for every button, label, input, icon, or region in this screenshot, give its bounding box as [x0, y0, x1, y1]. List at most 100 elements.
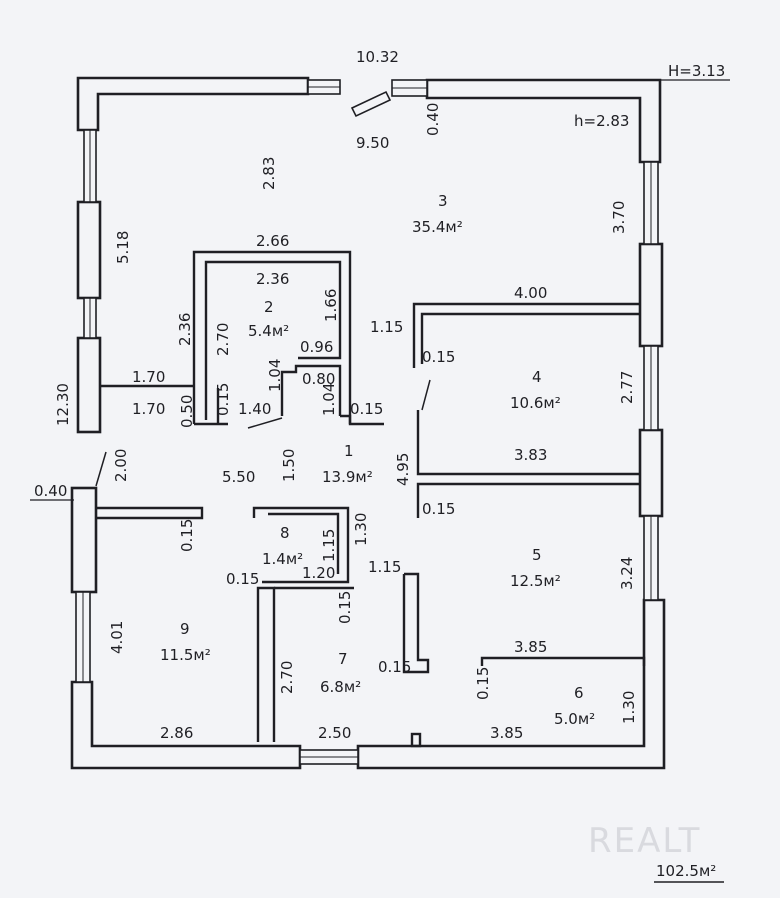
dim-label: 0.80: [302, 370, 335, 388]
dim-label: 0.15: [178, 519, 196, 552]
room-number: 4: [532, 368, 542, 386]
dim-label: 2.00: [112, 449, 130, 482]
outer-wall-right-1: [638, 242, 664, 348]
dim-label: 0.15: [474, 667, 492, 700]
outer-wall-left-2: [76, 336, 102, 434]
room-number: 8: [280, 524, 290, 542]
room-number: 1: [344, 442, 354, 460]
dim-label: 1.15: [320, 529, 338, 562]
dim-label: 2.50: [318, 724, 351, 742]
dim-label: 1.66: [322, 289, 340, 322]
dim-label: 2.77: [618, 371, 636, 404]
dim-label: 2.70: [214, 323, 232, 356]
room-number: 2: [264, 298, 274, 316]
dim-label: 1.50: [280, 449, 298, 482]
dim-label: 3.85: [490, 724, 523, 742]
annotation-lines: [30, 79, 730, 501]
dim-label: 12.30: [54, 383, 72, 426]
outer-wall-bottom-right: [356, 598, 666, 770]
room-number: 3: [438, 192, 448, 210]
dim-label: 0.96: [300, 338, 333, 356]
dim-label: 0.15: [378, 658, 411, 676]
outer-wall-top-left: [76, 76, 310, 132]
dim-label: 2.66: [256, 232, 289, 250]
room4-top-wall-inner: [420, 312, 640, 364]
room2-bottom-right: [340, 414, 384, 426]
dim-label: 0.15: [422, 500, 455, 518]
dim-label: 0.50: [178, 395, 196, 428]
room-area: 1.4м²: [262, 550, 303, 568]
dim-label: 4.95: [394, 453, 412, 486]
dim-label: 0.15: [422, 348, 455, 366]
room2-inner-wall: [204, 260, 342, 420]
room-number: 6: [574, 684, 584, 702]
dim-label: 1.70: [132, 368, 165, 386]
room4-bottom-wall: [416, 410, 640, 476]
dim-label: 1.20: [302, 564, 335, 582]
room-area: 12.5м²: [510, 572, 561, 590]
dim-label: 2.83: [260, 157, 278, 190]
dim-label: 2.36: [256, 270, 289, 288]
dim-label: 1.04: [320, 383, 338, 416]
dim-label: 0.40: [424, 103, 442, 136]
room4-top-wall: [412, 302, 640, 368]
dim-label: 0.15: [336, 591, 354, 624]
dim-label: 1.15: [370, 318, 403, 336]
room6-top-wall: [480, 656, 646, 666]
room7-right-wall: [402, 572, 430, 674]
room-area: 6.8м²: [320, 678, 361, 696]
dim-label: 1.40: [238, 400, 271, 418]
room-number: 5: [532, 546, 542, 564]
dim-label: 1.30: [620, 691, 638, 724]
room5-top-wall: [416, 482, 640, 518]
room-number: 7: [338, 650, 348, 668]
room8-wall: [252, 506, 350, 584]
dim-label: 0.15: [214, 383, 232, 416]
outer-wall-right-2: [638, 428, 664, 518]
room8-inner: [268, 512, 340, 574]
dim-label: 0.15: [350, 400, 383, 418]
dim-label: 2.70: [278, 661, 296, 694]
outer-wall-left-3: [70, 486, 98, 594]
dim-label: 4.00: [514, 284, 547, 302]
interior-walls: [95, 250, 646, 748]
room-area: 11.5м²: [160, 646, 211, 664]
outer-length-label: 10.32: [356, 48, 399, 66]
bottom-stub: [410, 732, 422, 748]
dim-label: 5.50: [222, 468, 255, 486]
dim-label: 3.70: [610, 201, 628, 234]
dim-label: 1.15: [368, 558, 401, 576]
labels: 10.32 H=3.13 h=2.83 9.50 0.40 2.83 5.18 …: [34, 48, 725, 742]
dim-label: 1.30: [352, 513, 370, 546]
room-number: 9: [180, 620, 190, 638]
dim-label: 3.24: [618, 557, 636, 590]
dim-label: 3.83: [514, 446, 547, 464]
entrance-door: [350, 90, 392, 118]
dim-label: 1.70: [132, 400, 165, 418]
watermark-logo: REALT: [588, 821, 701, 861]
room-area: 5.0м²: [554, 710, 595, 728]
dim-label: 2.86: [160, 724, 193, 742]
outer-wall-left-1: [76, 200, 102, 300]
inner-height-label: h=2.83: [574, 112, 629, 130]
dim-label: 4.01: [108, 621, 126, 654]
dim-label: 9.50: [356, 134, 389, 152]
room-area: 5.4м²: [248, 322, 289, 340]
dim-label: 5.18: [114, 231, 132, 264]
windows: [75, 79, 659, 765]
room9-top-wall: [96, 506, 204, 520]
room-area: 10.6м²: [510, 394, 561, 412]
dim-label: 1.04: [266, 359, 284, 392]
door-leaf-top: [350, 90, 392, 118]
dim-label: 0.40: [34, 482, 67, 500]
room7-left-wall: [256, 586, 276, 742]
dim-label: 3.85: [514, 638, 547, 656]
dim-label: 0.15: [226, 570, 259, 588]
dim-label: 2.36: [176, 313, 194, 346]
room-area: 35.4м²: [412, 218, 463, 236]
total-area: 102.5м²: [656, 862, 716, 880]
outer-height-label: H=3.13: [668, 62, 725, 80]
outer-wall-bottom-left: [70, 680, 302, 770]
room2-closet: [280, 364, 342, 416]
